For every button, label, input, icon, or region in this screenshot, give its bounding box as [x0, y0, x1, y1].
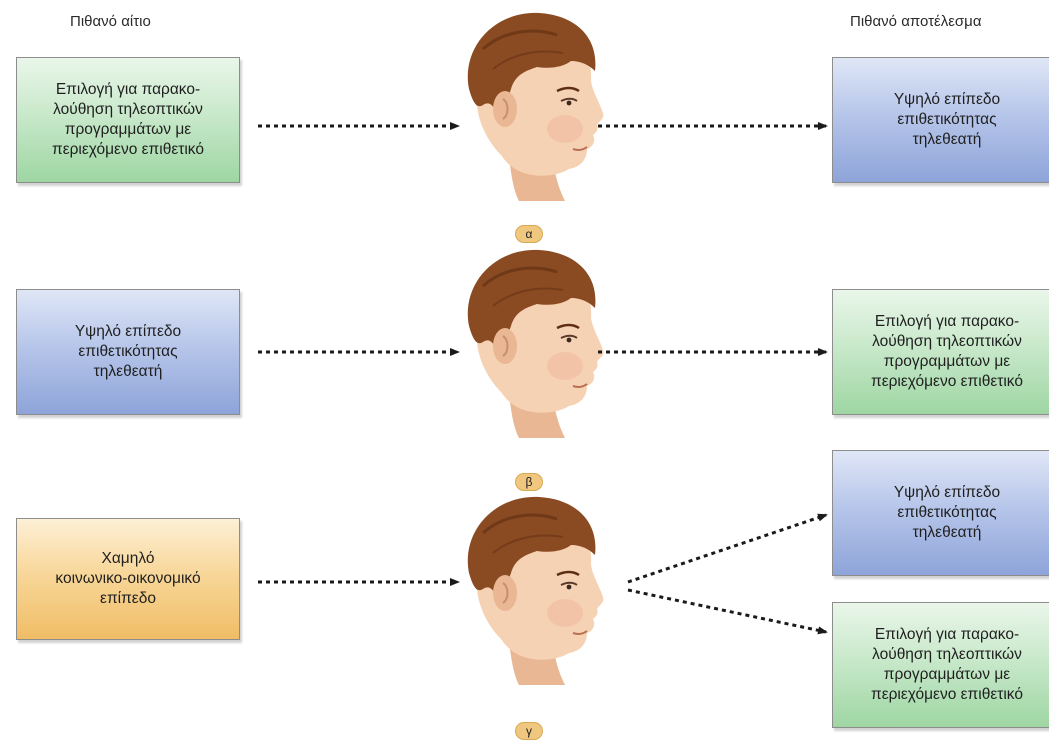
effect-box-2-1: Επιλογή για παρακο-λούθηση τηλεοπτικών πρ… — [832, 289, 1049, 415]
child-head-illustration-2 — [467, 249, 604, 438]
effect-box-3-2-line: περιεχόμενο επιθετικό — [871, 686, 1023, 703]
arrow-head-to-effect-3-2 — [627, 588, 828, 635]
effect-box-2-1-line: λούθηση τηλεοπτικών — [872, 333, 1022, 350]
case-label-1: α — [515, 225, 543, 243]
effect-box-2-1-line: Επιλογή για παρακο- — [874, 313, 1020, 330]
effect-box-2-1-text: Επιλογή για παρακο-λούθηση τηλεοπτικών πρ… — [871, 312, 1023, 392]
case-label-2: β — [515, 473, 543, 491]
effect-box-2-1-line: προγραμμάτων με — [883, 353, 1011, 370]
cause-box-2-line: τηλεθεατή — [93, 363, 163, 380]
effect-box-1-1: Υψηλό επίπεδο επιθετικότητας τηλεθεατή — [832, 57, 1049, 183]
child-head-illustration-1 — [467, 12, 604, 201]
effect-box-1-1-text: Υψηλό επίπεδο επιθετικότητας τηλεθεατή — [894, 90, 1000, 150]
child-head-illustration-3 — [467, 496, 604, 685]
effect-box-3-1: Υψηλό επίπεδο επιθετικότητας τηλεθεατή — [832, 450, 1049, 576]
effect-box-3-2-text: Επιλογή για παρακο-λούθηση τηλεοπτικών πρ… — [871, 625, 1023, 705]
cause-box-1-line: λούθηση τηλεοπτικών — [53, 101, 203, 118]
cause-box-3-line: επίπεδο — [100, 590, 156, 607]
case-label-3: γ — [515, 722, 543, 740]
effect-box-3-1-line: τηλεθεατή — [912, 524, 982, 541]
cause-box-1-line: προγραμμάτων με — [64, 121, 192, 138]
cause-box-2-text: Υψηλό επίπεδο επιθετικότητας τηλεθεατή — [75, 322, 181, 382]
effect-box-1-1-line: τηλεθεατή — [912, 131, 982, 148]
cause-box-1-line: περιεχόμενο επιθετικό — [52, 141, 204, 158]
cause-box-2-line: επιθετικότητας — [78, 343, 178, 360]
cause-box-3-text: Χαμηλό κοινωνικο-οικονομικό επίπεδο — [55, 549, 200, 609]
cause-box-1: Επιλογή για παρακο-λούθηση τηλεοπτικών πρ… — [16, 57, 240, 183]
cause-box-3-line: Χαμηλό — [101, 550, 155, 567]
effect-box-1-1-line: επιθετικότητας — [897, 111, 997, 128]
effect-box-3-2-line: λούθηση τηλεοπτικών — [872, 646, 1022, 663]
effect-box-3-1-line: Υψηλό επίπεδο — [893, 484, 1001, 501]
effect-box-1-1-line: Υψηλό επίπεδο — [893, 91, 1001, 108]
effect-box-2-1-line: περιεχόμενο επιθετικό — [871, 373, 1023, 390]
cause-column-header: Πιθανό αίτιο — [70, 13, 151, 30]
effect-box-3-1-text: Υψηλό επίπεδο επιθετικότητας τηλεθεατή — [894, 483, 1000, 543]
effect-box-3-2-line: Επιλογή για παρακο- — [874, 626, 1020, 643]
arrow-head-to-effect-3-1 — [627, 513, 828, 584]
cause-box-2: Υψηλό επίπεδο επιθετικότητας τηλεθεατή — [16, 289, 240, 415]
cause-box-1-text: Επιλογή για παρακο-λούθηση τηλεοπτικών πρ… — [52, 80, 204, 160]
cause-box-1-line: Επιλογή για παρακο- — [55, 81, 201, 98]
cause-box-3-line: κοινωνικο-οικονομικό — [55, 570, 201, 587]
cause-box-2-line: Υψηλό επίπεδο — [74, 323, 182, 340]
effect-box-3-2-line: προγραμμάτων με — [883, 666, 1011, 683]
effect-box-3-2: Επιλογή για παρακο-λούθηση τηλεοπτικών πρ… — [832, 602, 1049, 728]
effect-box-3-1-line: επιθετικότητας — [897, 504, 997, 521]
cause-box-3: Χαμηλό κοινωνικο-οικονομικό επίπεδο — [16, 518, 240, 640]
effect-column-header: Πιθανό αποτέλεσμα — [850, 13, 982, 30]
